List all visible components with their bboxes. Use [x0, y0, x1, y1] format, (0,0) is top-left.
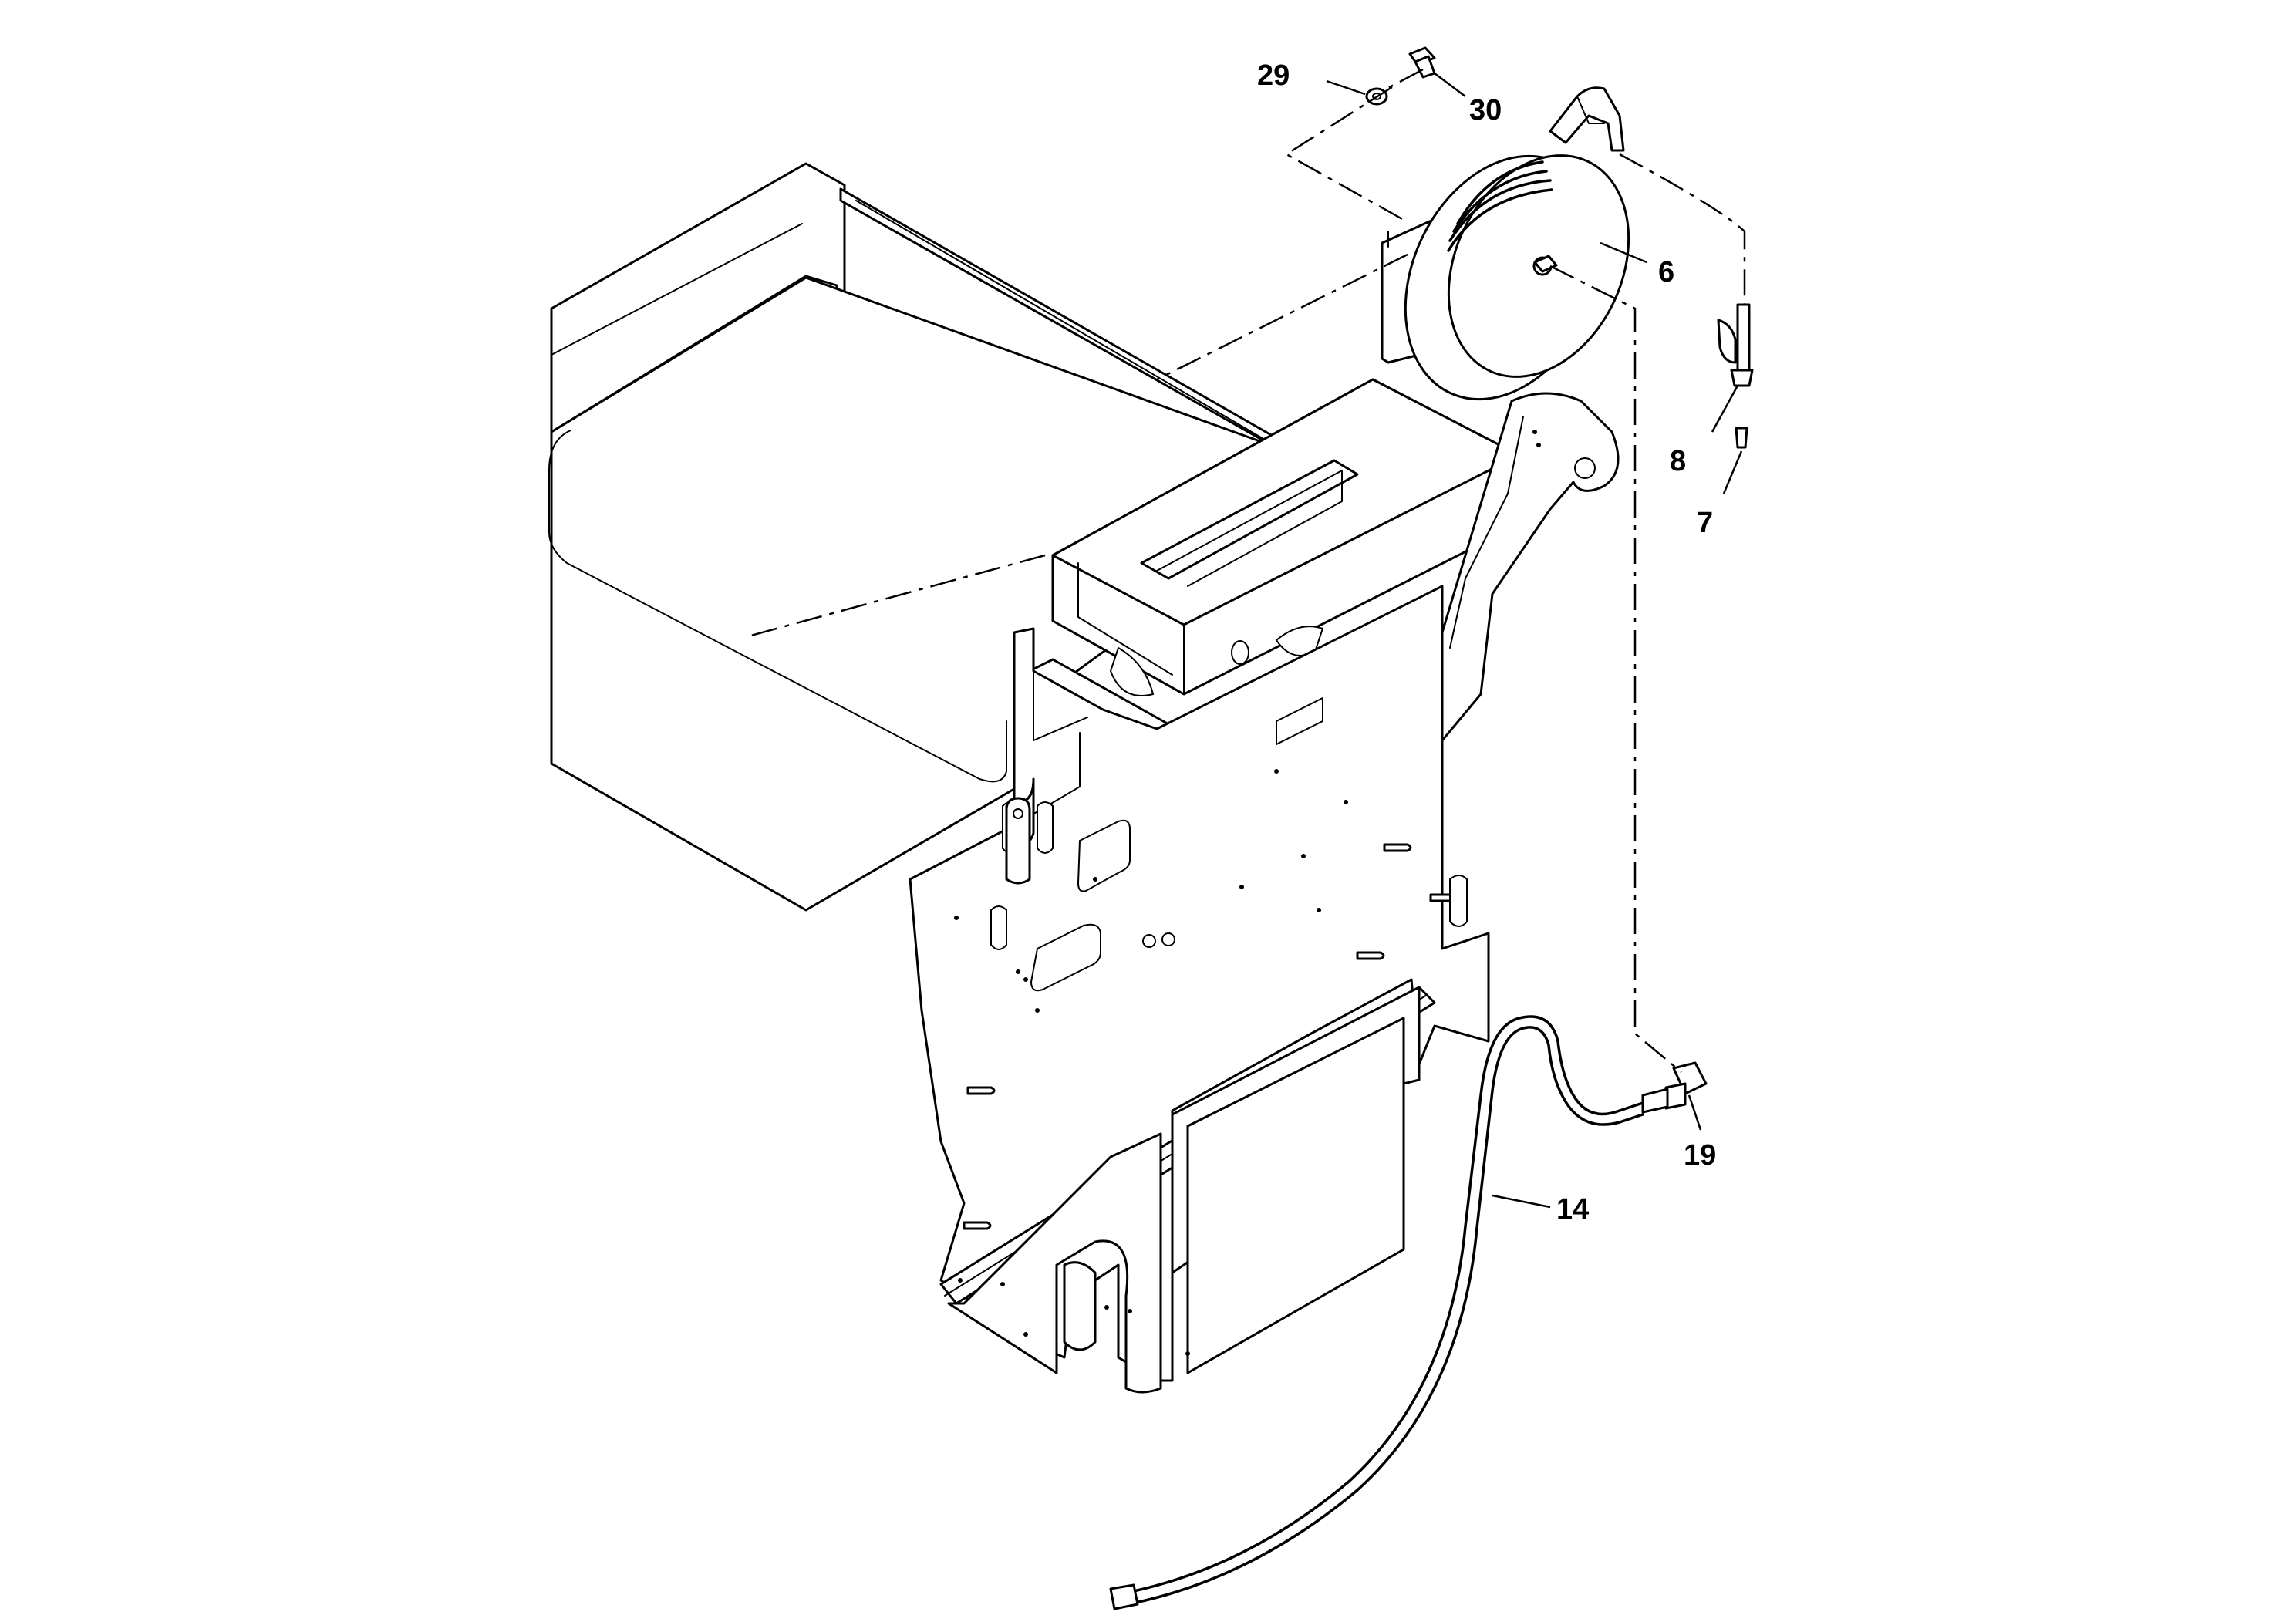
callout-29: 29	[1257, 59, 1290, 92]
callout-6: 6	[1658, 256, 1674, 288]
reel-arm	[1549, 86, 1625, 152]
pins	[963, 843, 1458, 1230]
lower-channel	[939, 986, 1436, 1394]
spray-nozzle	[1717, 303, 1754, 449]
side-bracket	[1441, 392, 1620, 742]
fasteners	[1365, 46, 1436, 106]
callout-7: 7	[1697, 507, 1713, 539]
hose-reel	[1381, 154, 1630, 401]
assembly-lines	[747, 68, 1746, 1073]
callout-labels: 29 30 6 8 7 19 14	[1257, 59, 1716, 1226]
leader-lines	[1326, 73, 1743, 1209]
callout-14: 14	[1556, 1193, 1589, 1226]
elbow-fitting	[1641, 1061, 1708, 1114]
frame-body	[548, 162, 1274, 912]
callout-30: 30	[1469, 94, 1502, 126]
callout-19: 19	[1684, 1139, 1716, 1172]
main-plate	[909, 585, 1490, 1382]
plate-holes	[954, 769, 1348, 1013]
hose	[1109, 1015, 1644, 1610]
callout-8: 8	[1670, 445, 1686, 477]
